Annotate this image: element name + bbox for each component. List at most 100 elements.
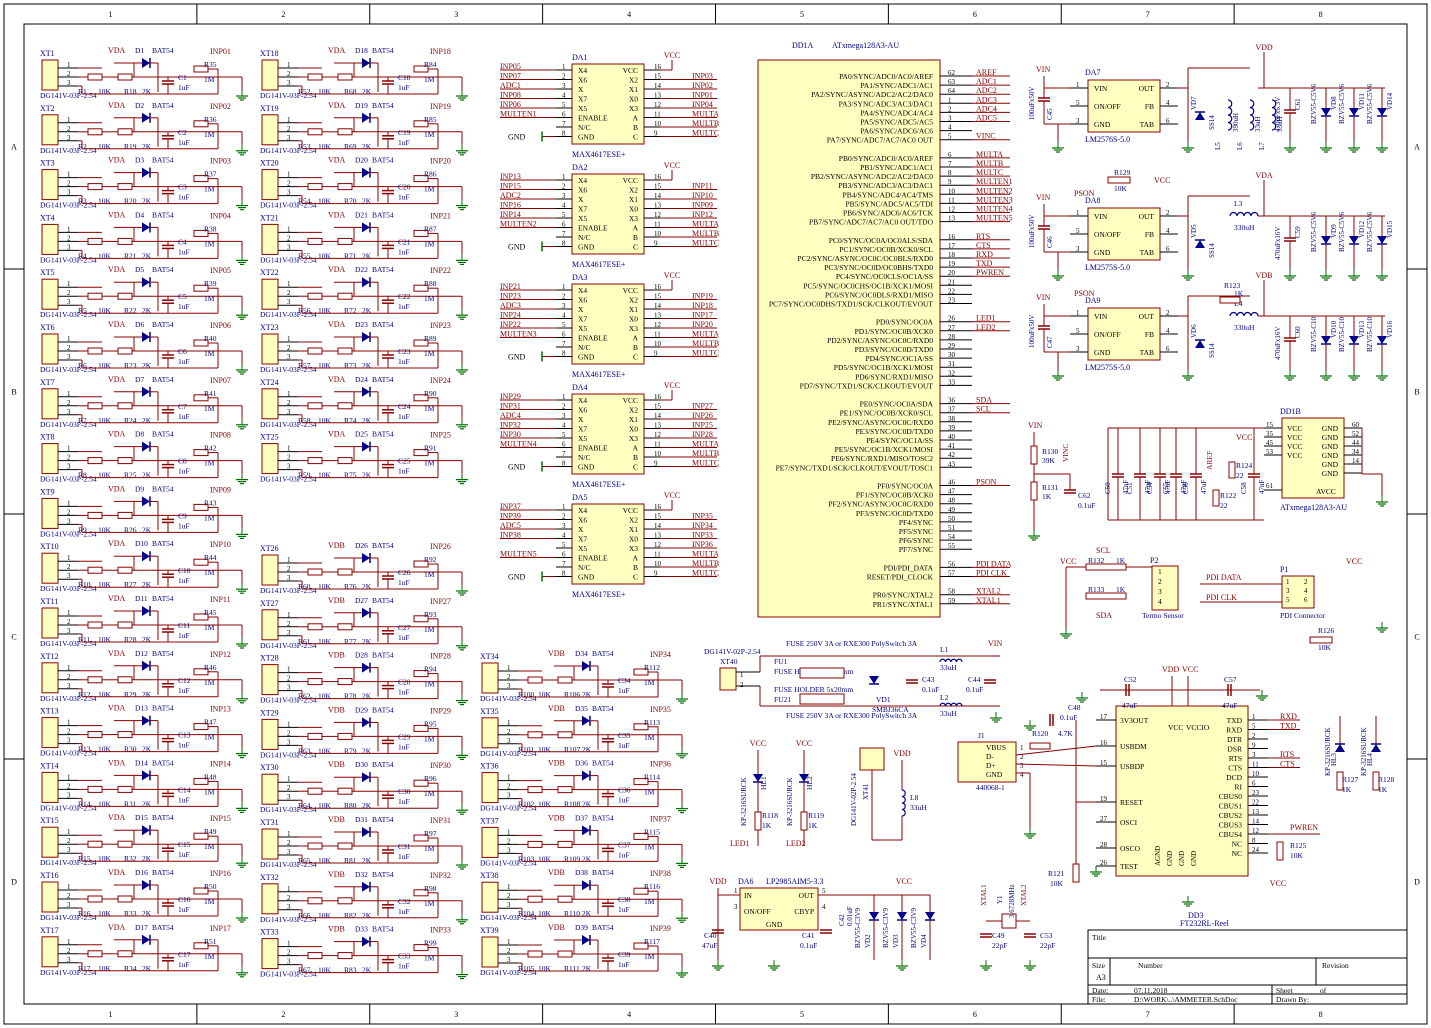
resistor-value: 10K	[98, 909, 112, 918]
file-label: File:	[1092, 995, 1106, 1004]
resistor-icon	[87, 785, 103, 793]
resistor-value: 2K	[142, 142, 152, 151]
capacitor-value: 1uF	[398, 633, 410, 642]
mcu-pin-name: PE1/SYNC/OC0B/XCK0/SCL	[840, 409, 934, 418]
pin-number: 11	[654, 441, 661, 449]
ground-icon	[1024, 720, 1036, 731]
pin-number: 15	[654, 403, 662, 411]
resistor-value: 10K	[318, 306, 332, 315]
diode-ref: D9	[135, 484, 144, 493]
resistor-ref: R50	[204, 882, 217, 891]
column-zone-label: 7	[1146, 10, 1150, 19]
diode-triangle	[799, 774, 809, 782]
net-label: INP32	[430, 871, 451, 880]
net-label: ADC4	[976, 104, 997, 113]
resistor-value: 1M	[204, 459, 215, 468]
resistor-ref: R108	[564, 800, 581, 809]
pin-number: 23	[948, 297, 956, 305]
pin-number: 3	[734, 903, 738, 911]
mcu-pin-name: PA7/SYNC/ADC7/AC7/AC0 OUT	[827, 136, 934, 145]
resistor-value: 2K	[362, 416, 372, 425]
capacitor-ref: C59	[1294, 226, 1302, 238]
resistor-value: 2K	[362, 801, 372, 810]
pin-name: TAB	[1140, 120, 1154, 129]
pin-number: 6	[1166, 117, 1170, 125]
resistor-ref: R115	[644, 827, 660, 836]
pin-number: 1	[67, 171, 71, 179]
resistor-icon	[1072, 863, 1080, 883]
diode-part: BAT54	[592, 813, 614, 822]
resistor-ref: R95	[424, 719, 437, 728]
resistor-value: 1M	[204, 733, 215, 742]
net-label: INP36	[650, 760, 671, 769]
connector-body	[481, 936, 499, 968]
capacitor-value: 1uF	[398, 578, 410, 587]
net-label: INP15	[210, 814, 231, 823]
power-rail-label: VDA	[108, 923, 126, 932]
net-label: CTS	[1280, 760, 1295, 769]
resistor-ref: R1	[78, 87, 87, 96]
pin-name: X4	[578, 396, 587, 405]
resistor-ref: R127	[1342, 775, 1359, 784]
diode-ref: D13	[135, 704, 148, 713]
pin-number: 3	[287, 189, 291, 197]
capacitor-icon	[602, 683, 614, 688]
connector-ref: XT1	[40, 49, 55, 58]
pin-number: 2	[1304, 578, 1308, 586]
pin-number: 3	[1076, 345, 1080, 353]
capacitor-icon	[162, 902, 174, 907]
pin-name: VCC	[1287, 442, 1302, 451]
ic-body	[571, 63, 645, 145]
capacitor-value: 47uF	[1122, 701, 1137, 710]
capacitor-ref: C1	[178, 73, 187, 82]
resistor-ref: R14	[78, 799, 91, 808]
net-label: INP07	[210, 376, 231, 385]
power-rail-label: VDA	[328, 265, 346, 274]
resistor-ref: R37	[204, 170, 217, 179]
net-label: INP35	[692, 512, 713, 521]
capacitor-value: 1uF	[398, 83, 410, 92]
pin-name: TEST	[1120, 862, 1138, 871]
ground-icon	[456, 90, 468, 101]
pin-number: 14	[654, 192, 662, 200]
diode-part: BAT54	[372, 870, 394, 879]
pin-number: 1	[562, 393, 566, 401]
diode-ref: D23	[355, 320, 368, 329]
pin-number: 1	[67, 664, 71, 672]
ground-icon	[456, 749, 468, 761]
inductor-coil	[939, 658, 963, 663]
pin-number: 2	[287, 454, 291, 462]
connector-part: DG141V-03P-2.54	[40, 803, 97, 812]
resistor-icon	[527, 950, 543, 958]
capacitor-value: 470uFx16V	[1274, 327, 1282, 360]
net-label: MULTEN2	[500, 220, 537, 229]
capacitor-value: 1uF	[398, 688, 410, 697]
ground-icon	[768, 960, 780, 971]
resistor-icon	[307, 842, 323, 850]
diode-ref: D36	[575, 759, 588, 768]
ic-ref: DD1B	[1280, 407, 1301, 416]
pin-number: 19	[948, 260, 956, 268]
pin-number: 19	[1100, 795, 1108, 803]
pin-number: 3	[67, 682, 71, 690]
diode-part: BAT54	[372, 815, 394, 824]
pin-number: 3	[507, 792, 511, 800]
resistor-value: 1M	[424, 789, 435, 798]
diode-part: BAT54	[372, 760, 394, 769]
pin-number: 1	[562, 173, 566, 181]
diode-part: BAT54	[152, 484, 174, 493]
pin-number: 8	[562, 570, 566, 578]
resistor-ref: R57	[298, 361, 311, 370]
pin-name: AGND	[1154, 846, 1162, 866]
capacitor-value: 1uF	[618, 850, 630, 859]
connector-body	[41, 223, 59, 255]
ground-icon	[236, 802, 248, 814]
power-rail-label: VCC	[1154, 176, 1170, 185]
net-label: MULTC	[976, 168, 1003, 177]
resistor-value: 22	[1236, 471, 1244, 480]
resistor-ref: R98	[424, 884, 437, 893]
diode-triangle	[1195, 340, 1205, 348]
